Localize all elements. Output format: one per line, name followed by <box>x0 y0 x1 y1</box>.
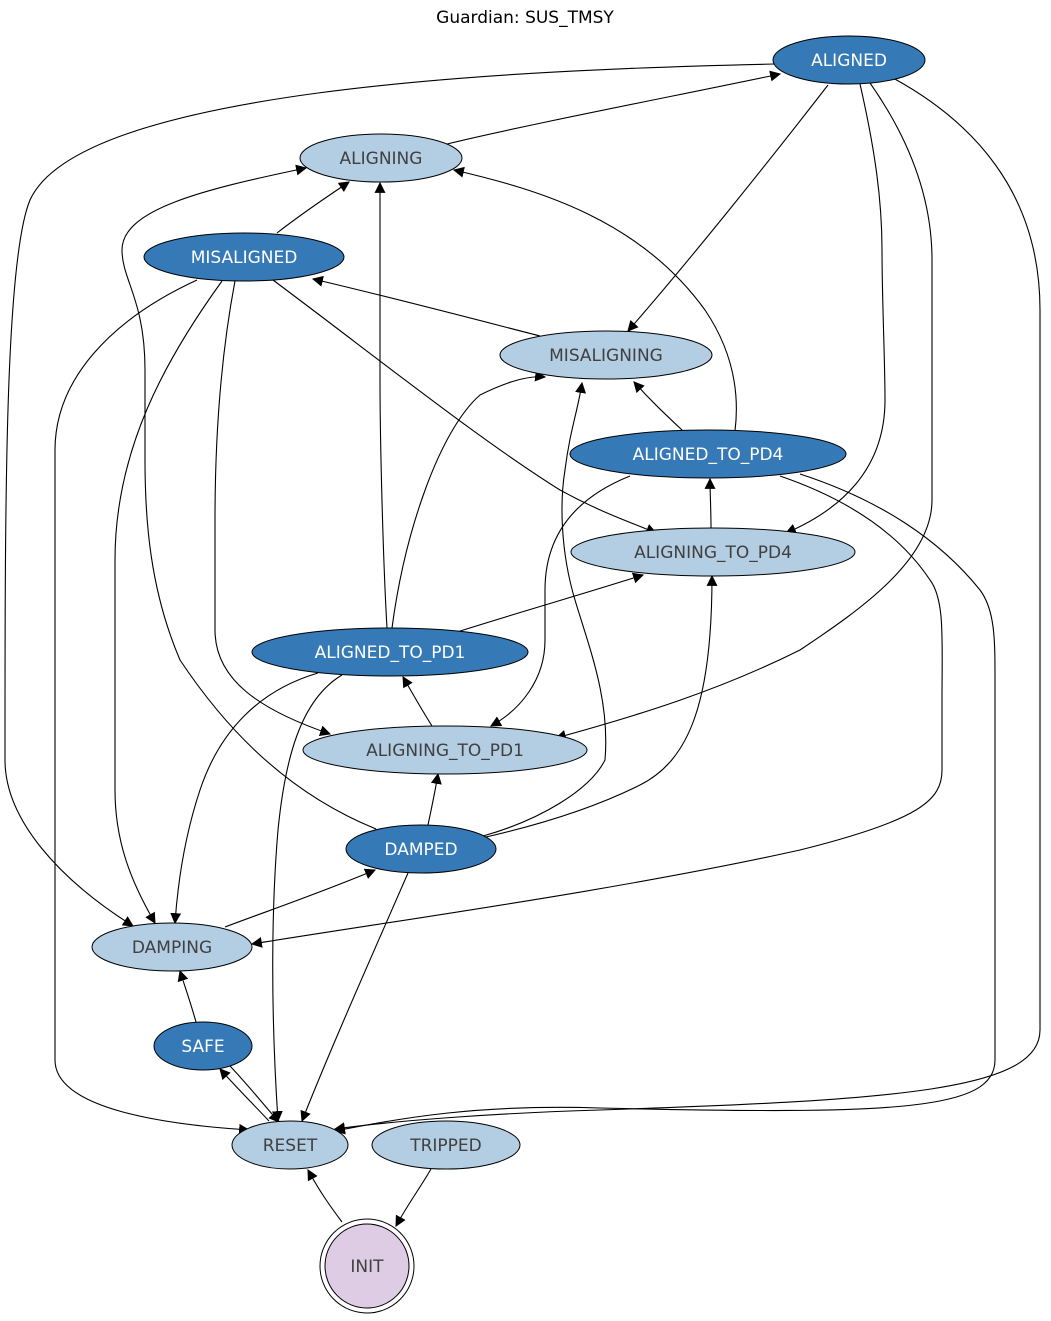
edge-damping-to-damped <box>224 868 377 928</box>
edge-aligned-to-pd4-to-aligning <box>452 166 737 432</box>
node-aligning-to-pd4: ALIGNING_TO_PD4 <box>570 527 856 577</box>
node-aligning-to-pd4-shape <box>570 527 856 577</box>
edge-aligned-to-pd1-to-misaligning <box>391 370 547 629</box>
edge-safe-to-reset <box>229 1065 280 1123</box>
node-reset: RESET <box>231 1120 349 1170</box>
edge-aligning-to-pd1-to-aligned-to-pd1 <box>402 676 433 727</box>
node-safe: SAFE <box>153 1021 253 1071</box>
graph-title: Guardian: SUS_TMSY <box>436 8 614 28</box>
node-aligned-to-pd4: ALIGNED_TO_PD4 <box>569 429 847 479</box>
edge-aligned-to-aligning-to-pd4 <box>784 83 886 535</box>
node-damped-label: DAMPED <box>384 840 457 860</box>
node-init: INIT <box>319 1218 415 1314</box>
node-aligned-to-pd1-shape <box>251 627 529 677</box>
node-init-shape <box>324 1223 410 1309</box>
node-safe-label: SAFE <box>181 1037 224 1057</box>
edge-damped-to-reset <box>300 872 409 1123</box>
edge-damped-to-aligning-to-pd4 <box>485 574 718 838</box>
node-damping: DAMPING <box>91 922 253 972</box>
node-aligning-label: ALIGNING <box>340 149 423 169</box>
node-damped: DAMPED <box>345 824 497 874</box>
node-tripped: TRIPPED <box>371 1120 521 1170</box>
edge-aligning-to-pd4-to-aligned-to-pd4 <box>704 477 716 529</box>
node-aligning-to-pd1-shape <box>302 725 588 775</box>
node-misaligning: MISALIGNING <box>499 330 713 380</box>
node-aligning-to-pd1: ALIGNING_TO_PD1 <box>302 725 588 775</box>
edge-misaligned-to-aligning-to-pd4 <box>272 279 658 535</box>
edge-aligned-to-pd1-to-damping <box>170 672 319 925</box>
node-aligned-to-pd1-label: ALIGNED_TO_PD1 <box>315 643 466 663</box>
node-aligned-label: ALIGNED <box>811 51 887 71</box>
edge-aligned-to-damping <box>4 63 776 927</box>
edge-damped-to-aligning <box>121 164 377 830</box>
edge-misaligned-to-aligning-to-pd1 <box>214 280 332 736</box>
edge-safe-to-damping <box>177 969 197 1023</box>
node-init-outer-ring <box>319 1218 415 1314</box>
node-aligning-shape <box>299 133 463 183</box>
edge-tripped-to-init <box>395 1168 432 1227</box>
edge-aligned-to-pd4-to-damping <box>250 475 943 948</box>
node-aligning: ALIGNING <box>299 133 463 183</box>
node-aligned-to-pd1: ALIGNED_TO_PD1 <box>251 627 529 677</box>
edge-damped-to-misaligning <box>482 381 607 837</box>
edge-aligned-to-reset <box>333 77 1041 1134</box>
edge-init-to-reset <box>307 1169 343 1223</box>
node-misaligned-label: MISALIGNED <box>191 248 298 268</box>
edge-aligned-to-pd4-to-misaligning <box>633 381 684 432</box>
node-damped-shape <box>345 824 497 874</box>
node-safe-shape <box>153 1021 253 1071</box>
node-init-label: INIT <box>350 1257 384 1277</box>
node-reset-shape <box>231 1120 349 1170</box>
node-aligned-shape <box>772 35 926 85</box>
node-aligned: ALIGNED <box>772 35 926 85</box>
edges-layer <box>4 63 1041 1227</box>
edge-aligned-to-pd4-to-aligning-to-pd1 <box>490 475 631 727</box>
edge-misaligned-to-aligning <box>276 181 350 234</box>
node-damping-shape <box>91 922 253 972</box>
edge-misaligned-to-reset <box>54 279 251 1135</box>
edge-aligned-to-pd4-to-reset <box>333 473 996 1135</box>
node-reset-label: RESET <box>263 1136 318 1156</box>
node-misaligning-shape <box>499 330 713 380</box>
edge-reset-to-safe <box>219 1068 270 1122</box>
edge-aligned-to-pd1-to-aligning-to-pd4 <box>456 572 645 633</box>
node-misaligned: MISALIGNED <box>143 232 345 282</box>
node-aligning-to-pd4-label: ALIGNING_TO_PD4 <box>634 543 792 563</box>
node-misaligned-shape <box>143 232 345 282</box>
edge-aligning-to-aligned <box>446 70 782 145</box>
nodes-layer: ALIGNED ALIGNING MISALIGNED MISALIGNING ALIG… <box>91 35 926 1314</box>
node-damping-label: DAMPING <box>132 938 212 958</box>
node-misaligning-label: MISALIGNING <box>549 346 663 366</box>
node-aligned-to-pd4-shape <box>569 429 847 479</box>
edge-damped-to-aligning-to-pd1 <box>427 772 442 826</box>
node-aligning-to-pd1-label: ALIGNING_TO_PD1 <box>366 741 524 761</box>
node-tripped-shape <box>371 1120 521 1170</box>
edge-aligned-to-aligning-to-pd1 <box>554 82 933 741</box>
edge-misaligned-to-damping <box>114 280 223 924</box>
edge-aligned-to-pd1-to-reset <box>271 674 343 1123</box>
edge-misaligning-to-misaligned <box>311 275 541 337</box>
edge-aligned-to-pd1-to-aligning <box>374 181 388 629</box>
node-tripped-label: TRIPPED <box>409 1136 482 1156</box>
node-aligned-to-pd4-label: ALIGNED_TO_PD4 <box>633 445 784 465</box>
edge-aligned-to-misaligning <box>627 84 829 332</box>
